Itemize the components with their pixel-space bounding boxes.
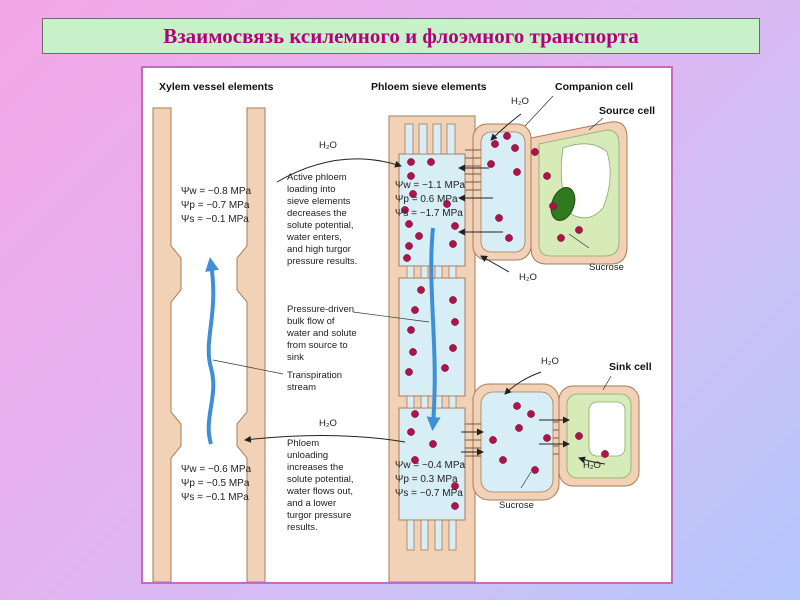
phloem-top-psi-s: Ψs = −1.7 MPa bbox=[395, 208, 463, 219]
water-arrow-source-top bbox=[490, 113, 522, 141]
xylem-bottom-psi-w: Ψw = −0.6 MPa bbox=[181, 464, 251, 475]
source-cells bbox=[465, 121, 628, 265]
water-label-bottom-left: H₂O bbox=[319, 418, 337, 429]
xylem-phloem-diagram: Xylem vessel elements Phloem sieve eleme… bbox=[141, 66, 673, 584]
xylem-top-psi-s: Ψs = −0.1 MPa bbox=[181, 214, 249, 225]
sucrose-label-sink: Sucrose bbox=[499, 500, 534, 511]
xylem-bottom-psi-s: Ψs = −0.1 MPa bbox=[181, 492, 249, 503]
water-arrow-xylem-to-phloem bbox=[276, 158, 402, 183]
xylem-header: Xylem vessel elements bbox=[159, 81, 274, 93]
xylem-top-psi-w: Ψw = −0.8 MPa bbox=[181, 186, 251, 197]
slide-title: Взаимосвязь ксилемного и флоэмного транс… bbox=[163, 23, 639, 48]
leader-source bbox=[588, 117, 604, 131]
phloem-top-psi-p: Ψp = 0.6 MPa bbox=[395, 194, 458, 205]
transpiration-flow-arrow bbox=[205, 257, 220, 445]
water-arrow-source-bottom bbox=[480, 255, 510, 273]
leader-companion bbox=[524, 95, 554, 127]
phloem-bottom-psi-w: Ψw = −0.4 MPa bbox=[395, 460, 465, 471]
text-labels: Xylem vessel elements Phloem sieve eleme… bbox=[159, 81, 655, 533]
water-arrow-sink-right bbox=[578, 456, 606, 465]
slide-title-box: Взаимосвязь ксилемного и флоэмного транс… bbox=[42, 18, 760, 54]
sieve-plate-upper bbox=[406, 265, 457, 279]
leader-bulk-flow bbox=[352, 311, 430, 323]
caption-unloading: Phloem unloading increases the solute po… bbox=[286, 438, 356, 533]
chloroplast bbox=[550, 187, 576, 221]
water-label-top-left: H₂O bbox=[319, 140, 337, 151]
water-label-source-top: H₂O bbox=[511, 96, 529, 107]
leader-sucrose-sink bbox=[520, 471, 532, 489]
source-cell-label: Source cell bbox=[599, 105, 655, 117]
leader-transpiration bbox=[212, 359, 284, 375]
phloem-bottom-psi-s: Ψs = −0.7 MPa bbox=[395, 488, 463, 499]
xylem-left-wall bbox=[152, 107, 182, 582]
movement-arrows bbox=[244, 113, 606, 465]
companion-cell-interior bbox=[480, 131, 526, 253]
caption-transpiration: Transpiration stream bbox=[287, 370, 345, 393]
sink-cell-vacuole bbox=[588, 401, 626, 457]
sucrose-label-source: Sucrose bbox=[589, 262, 624, 273]
sucrose-molecules bbox=[401, 132, 609, 510]
xylem-bottom-psi-p: Ψp = −0.5 MPa bbox=[181, 478, 250, 489]
sieve-plate-top bbox=[404, 123, 456, 155]
water-label-sink-top: H₂O bbox=[541, 356, 559, 367]
sink-cell-label: Sink cell bbox=[609, 361, 652, 373]
xylem-vessel bbox=[152, 107, 266, 582]
water-arrow-sink-top bbox=[504, 371, 542, 395]
caption-bulk-flow: Pressure-driven bulk flow of water and s… bbox=[286, 304, 359, 363]
phloem-header: Phloem sieve elements bbox=[371, 81, 487, 93]
leader-lines bbox=[212, 95, 612, 489]
leader-sink bbox=[602, 375, 612, 391]
diagram-canvas: Xylem vessel elements Phloem sieve eleme… bbox=[152, 81, 655, 582]
sieve-plate-bottom bbox=[406, 519, 457, 551]
phloem-top-psi-w: Ψw = −1.1 MPa bbox=[395, 180, 465, 191]
water-label-sink-right: H₂O bbox=[583, 460, 601, 471]
xylem-top-psi-p: Ψp = −0.7 MPa bbox=[181, 200, 250, 211]
companion-cell-label: Companion cell bbox=[555, 81, 633, 93]
plasmodesmata-source bbox=[465, 149, 481, 191]
xylem-right-wall bbox=[236, 107, 266, 582]
water-arrow-phloem-to-xylem bbox=[244, 434, 406, 443]
leader-sucrose-source bbox=[568, 233, 590, 249]
bulk-flow-arrow bbox=[426, 227, 441, 431]
phloem-bottom-psi-p: Ψp = 0.3 MPa bbox=[395, 474, 458, 485]
caption-loading: Active phloem loading into sieve element… bbox=[286, 172, 357, 267]
water-label-source-bottom: H₂O bbox=[519, 272, 537, 283]
